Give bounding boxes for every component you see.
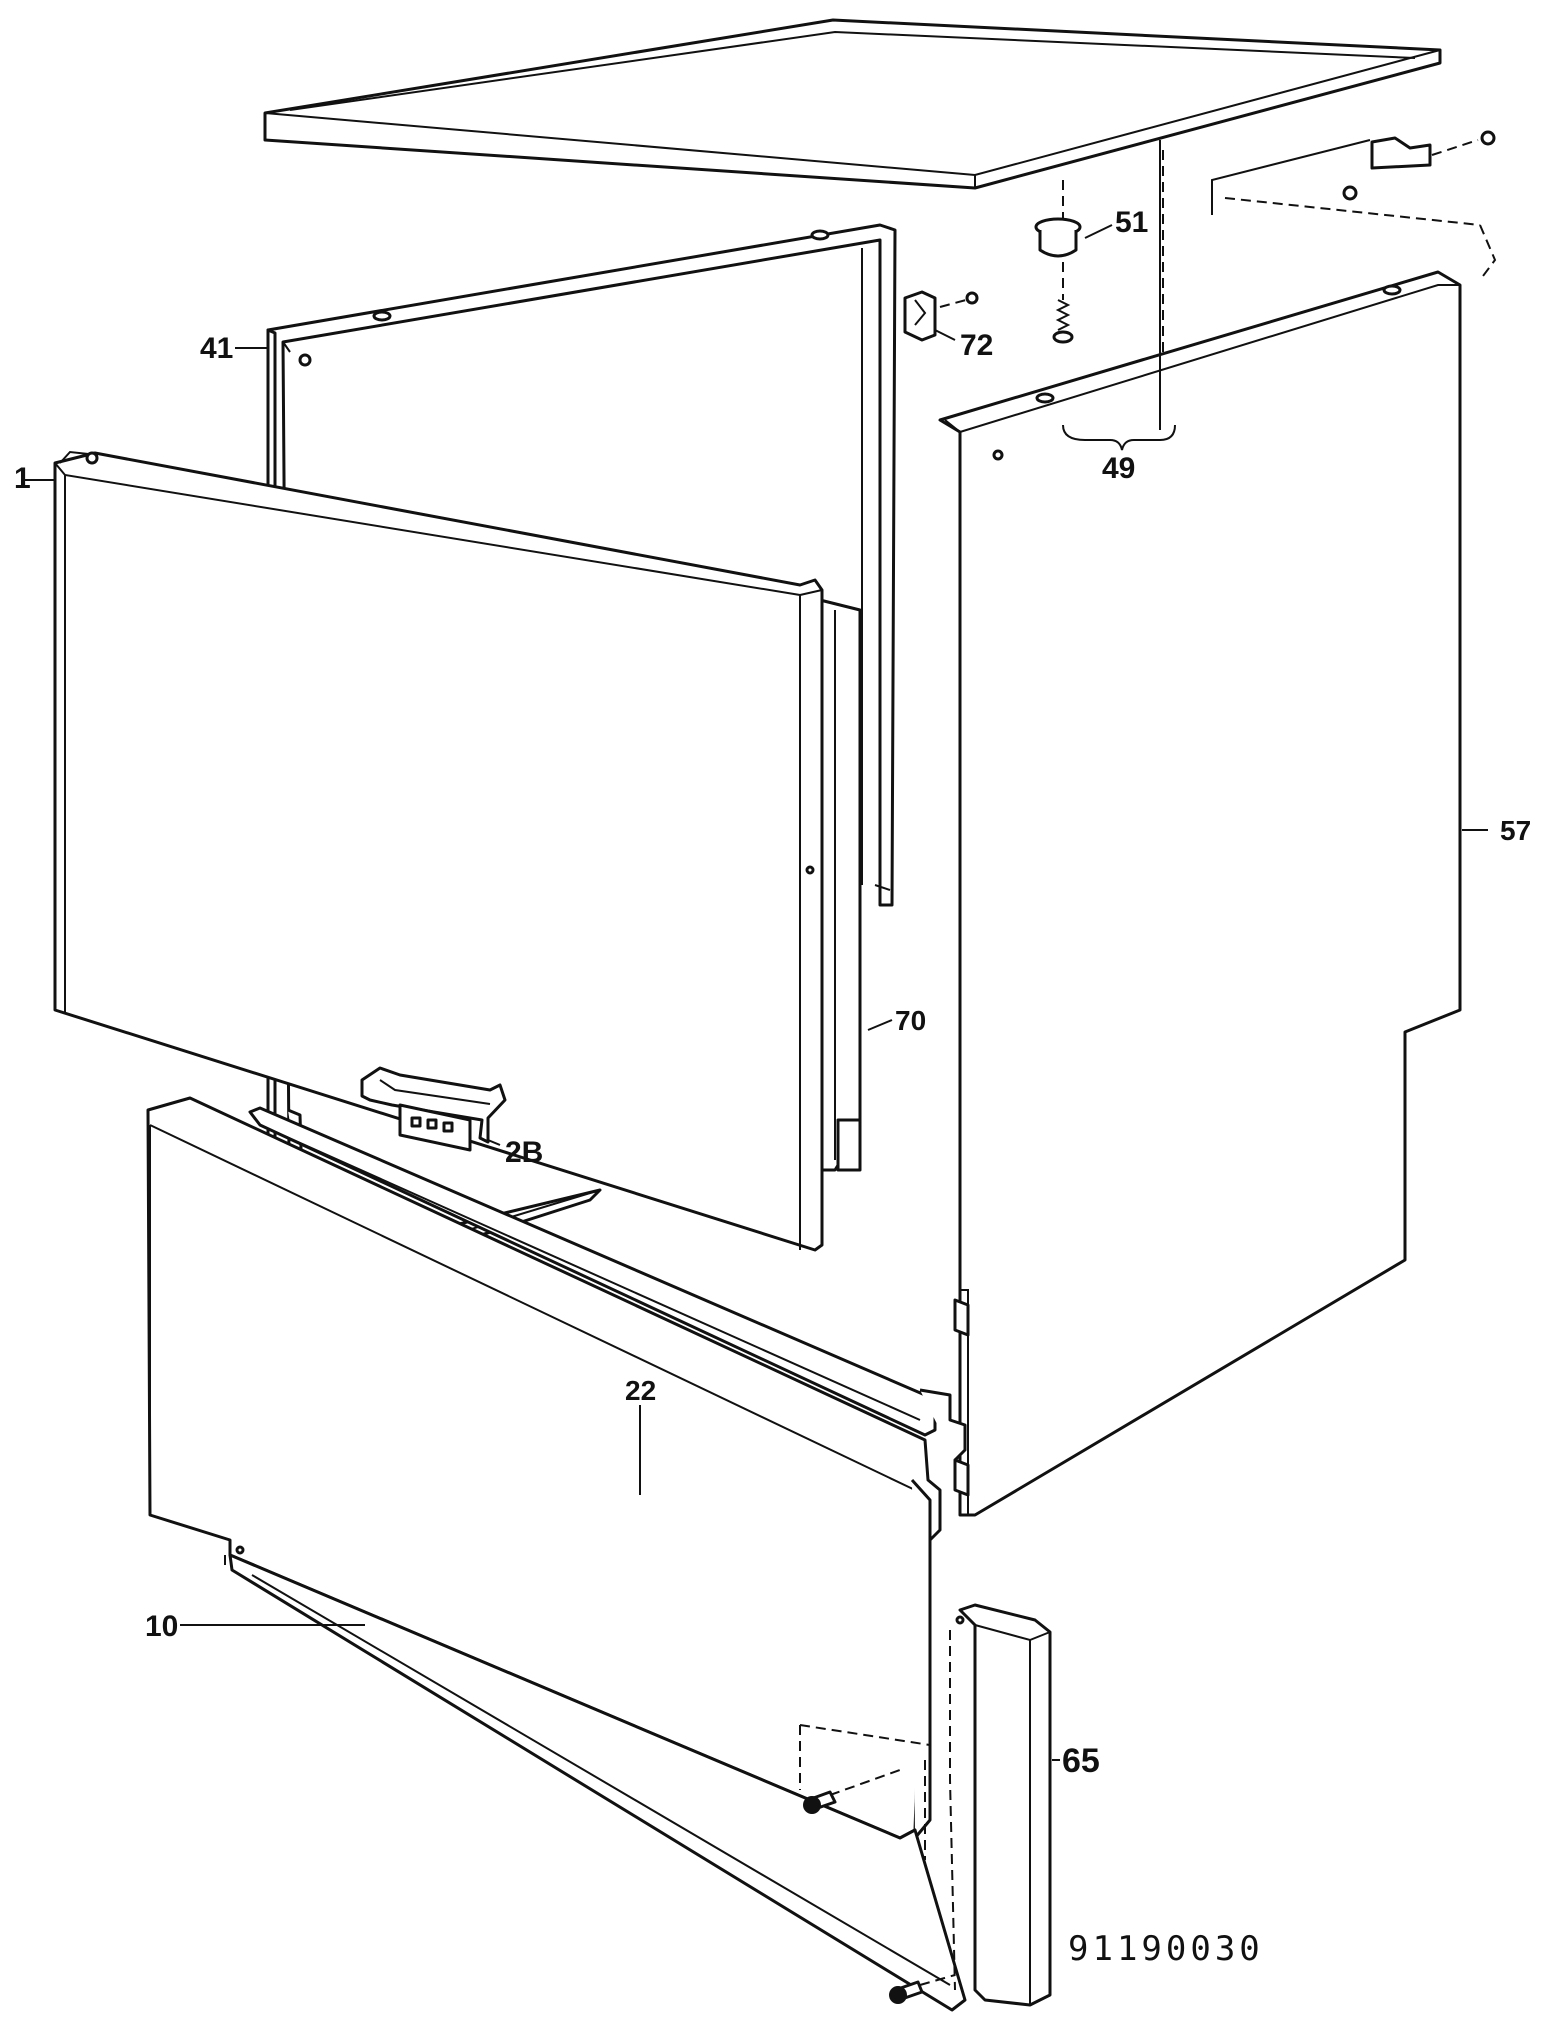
callout-22: 22 — [625, 1375, 656, 1406]
brace-49 — [1062, 140, 1176, 451]
callout-10: 10 — [145, 1610, 178, 1643]
callout-2b: 2B — [505, 1136, 543, 1169]
fascia-front-10 — [146, 1096, 967, 2012]
leader-lines — [180, 347, 641, 1626]
drawing-number: 91190030 — [1068, 1929, 1264, 1969]
fascia-22 — [248, 1106, 967, 1462]
callout-70: 70 — [895, 1005, 926, 1036]
front-panel-1 — [25, 450, 824, 1252]
plug-51 — [1034, 217, 1113, 344]
latch-2b — [360, 1066, 507, 1152]
screw-icon — [803, 1769, 901, 1814]
screw-icon — [889, 1974, 956, 2004]
callout-65: 65 — [1062, 1742, 1100, 1780]
clip-72 — [903, 290, 979, 342]
callout-49: 49 — [1102, 452, 1135, 485]
callout-57: 57 — [1500, 815, 1531, 846]
screw-icon — [1342, 185, 1358, 201]
side-panel-57 — [938, 270, 1488, 1517]
worktop-panel — [263, 18, 1442, 190]
end-block-65 — [949, 1603, 1060, 2007]
callout-72: 72 — [960, 329, 993, 362]
callout-51: 51 — [1115, 206, 1148, 239]
top-bracket — [1211, 130, 1497, 281]
callout-41: 41 — [200, 332, 233, 365]
screw-icon — [965, 291, 979, 305]
fascia-assembly-lines — [799, 1724, 931, 1860]
callout-1: 1 — [14, 462, 31, 495]
nut-icon — [1480, 130, 1496, 146]
